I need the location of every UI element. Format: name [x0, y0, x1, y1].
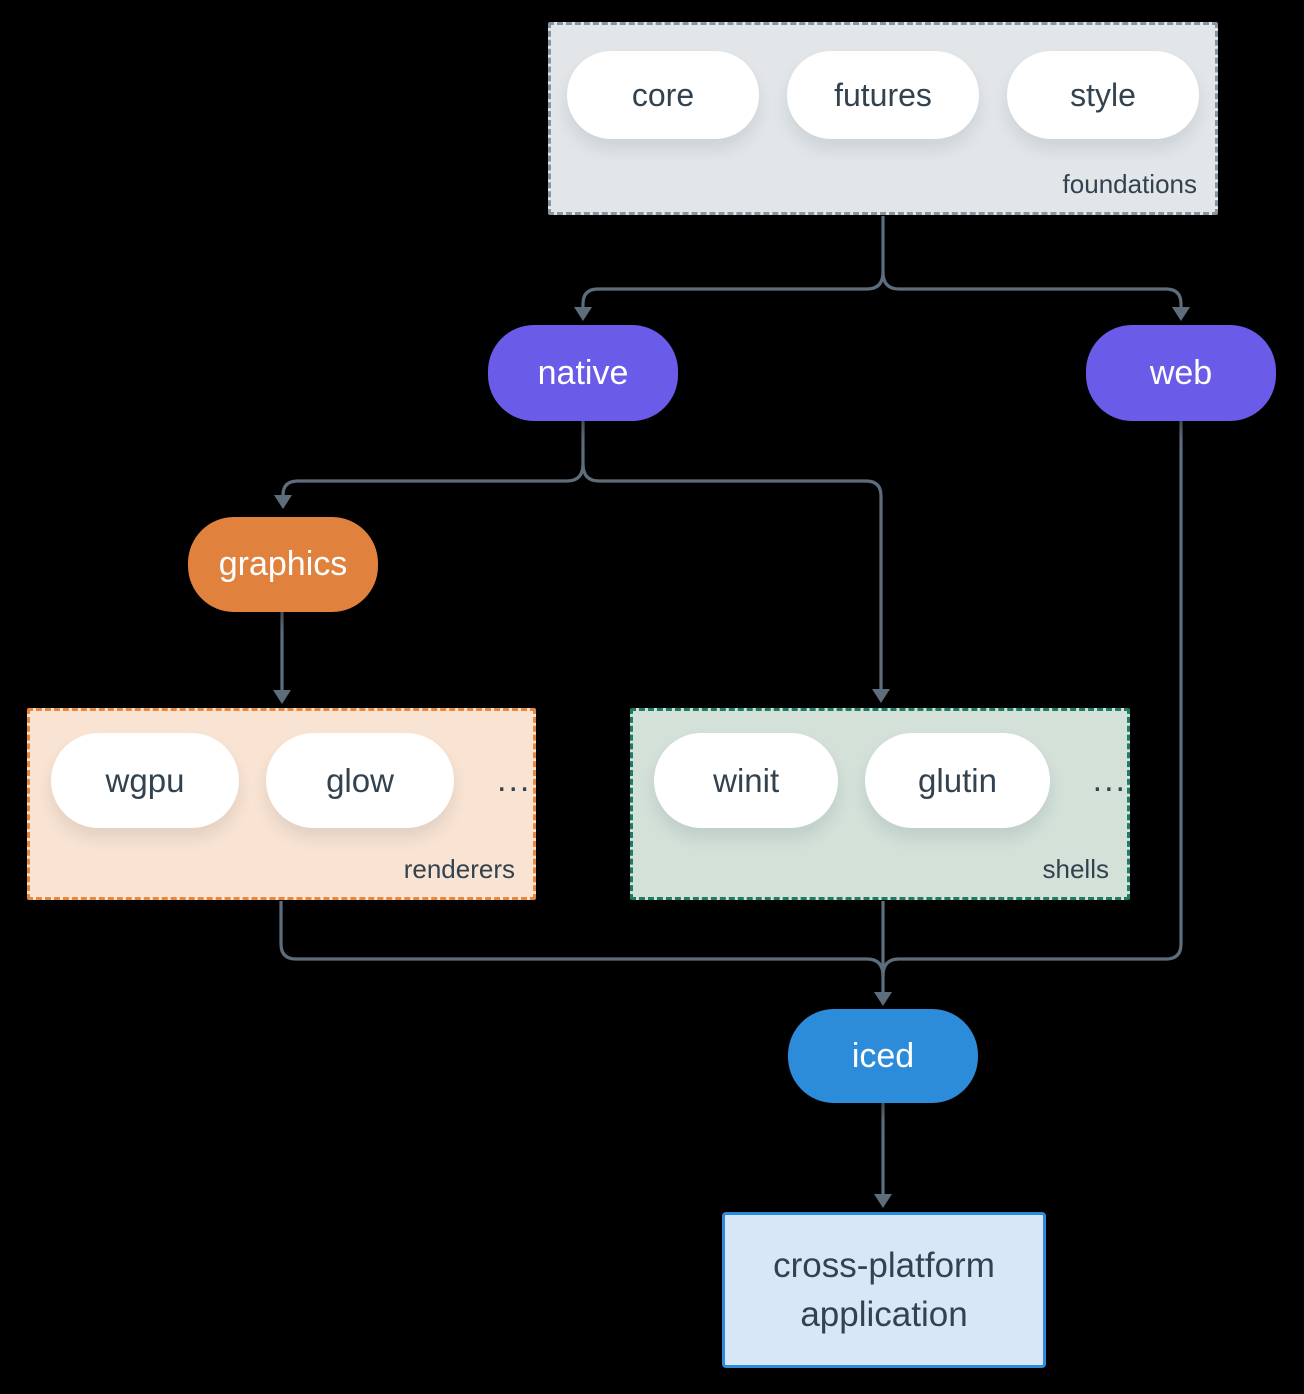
merge-flare-left — [866, 957, 885, 977]
node-style: style — [1007, 51, 1199, 139]
branch-to-shells-line — [599, 479, 883, 689]
arrowhead-application — [874, 1194, 892, 1208]
node-winit: winit — [654, 733, 839, 828]
foundations-pills: core futures style — [551, 51, 1215, 139]
branch-to-graphics-line — [281, 479, 567, 496]
cross-platform-application-box: cross-platform application — [722, 1212, 1046, 1368]
arrowhead-web — [1172, 307, 1190, 321]
arrowhead-renderers — [273, 690, 291, 704]
shells-group: winit glutin ... shells — [630, 708, 1130, 900]
foundations-group-label: foundations — [1062, 169, 1197, 199]
native-flare-right — [581, 463, 600, 483]
node-native: native — [488, 325, 678, 421]
renderers-group: wgpu glow ... renderers — [27, 708, 536, 900]
merge-flare-right — [881, 957, 900, 977]
node-futures: futures — [787, 51, 979, 139]
branch-to-web-line — [899, 287, 1183, 307]
renderers-ellipsis: ... — [497, 761, 532, 799]
node-web: web — [1086, 325, 1276, 421]
renderers-pills: wgpu glow ... — [51, 733, 533, 828]
branch-to-native-line — [581, 287, 867, 307]
renderers-group-label: renderers — [403, 854, 515, 884]
arrowhead-iced — [874, 992, 892, 1006]
node-glutin: glutin — [865, 733, 1050, 828]
node-core: core — [567, 51, 759, 139]
split-flare-left — [866, 271, 885, 291]
node-wgpu: wgpu — [51, 733, 239, 828]
renderers-to-merge-line — [279, 901, 867, 961]
node-iced: iced — [788, 1009, 978, 1103]
web-to-merge-line — [899, 421, 1183, 961]
node-graphics: graphics — [188, 517, 378, 612]
split-flare-right — [881, 271, 900, 291]
shells-pills: winit glutin ... — [654, 733, 1127, 828]
foundations-group: core futures style foundations — [548, 22, 1218, 215]
native-flare-left — [566, 463, 585, 483]
arrowhead-shells — [872, 689, 890, 703]
arrowhead-graphics — [274, 495, 292, 509]
shells-ellipsis: ... — [1092, 761, 1127, 799]
node-glow: glow — [266, 733, 454, 828]
arrowhead-native — [574, 307, 592, 321]
shells-group-label: shells — [1042, 854, 1109, 884]
